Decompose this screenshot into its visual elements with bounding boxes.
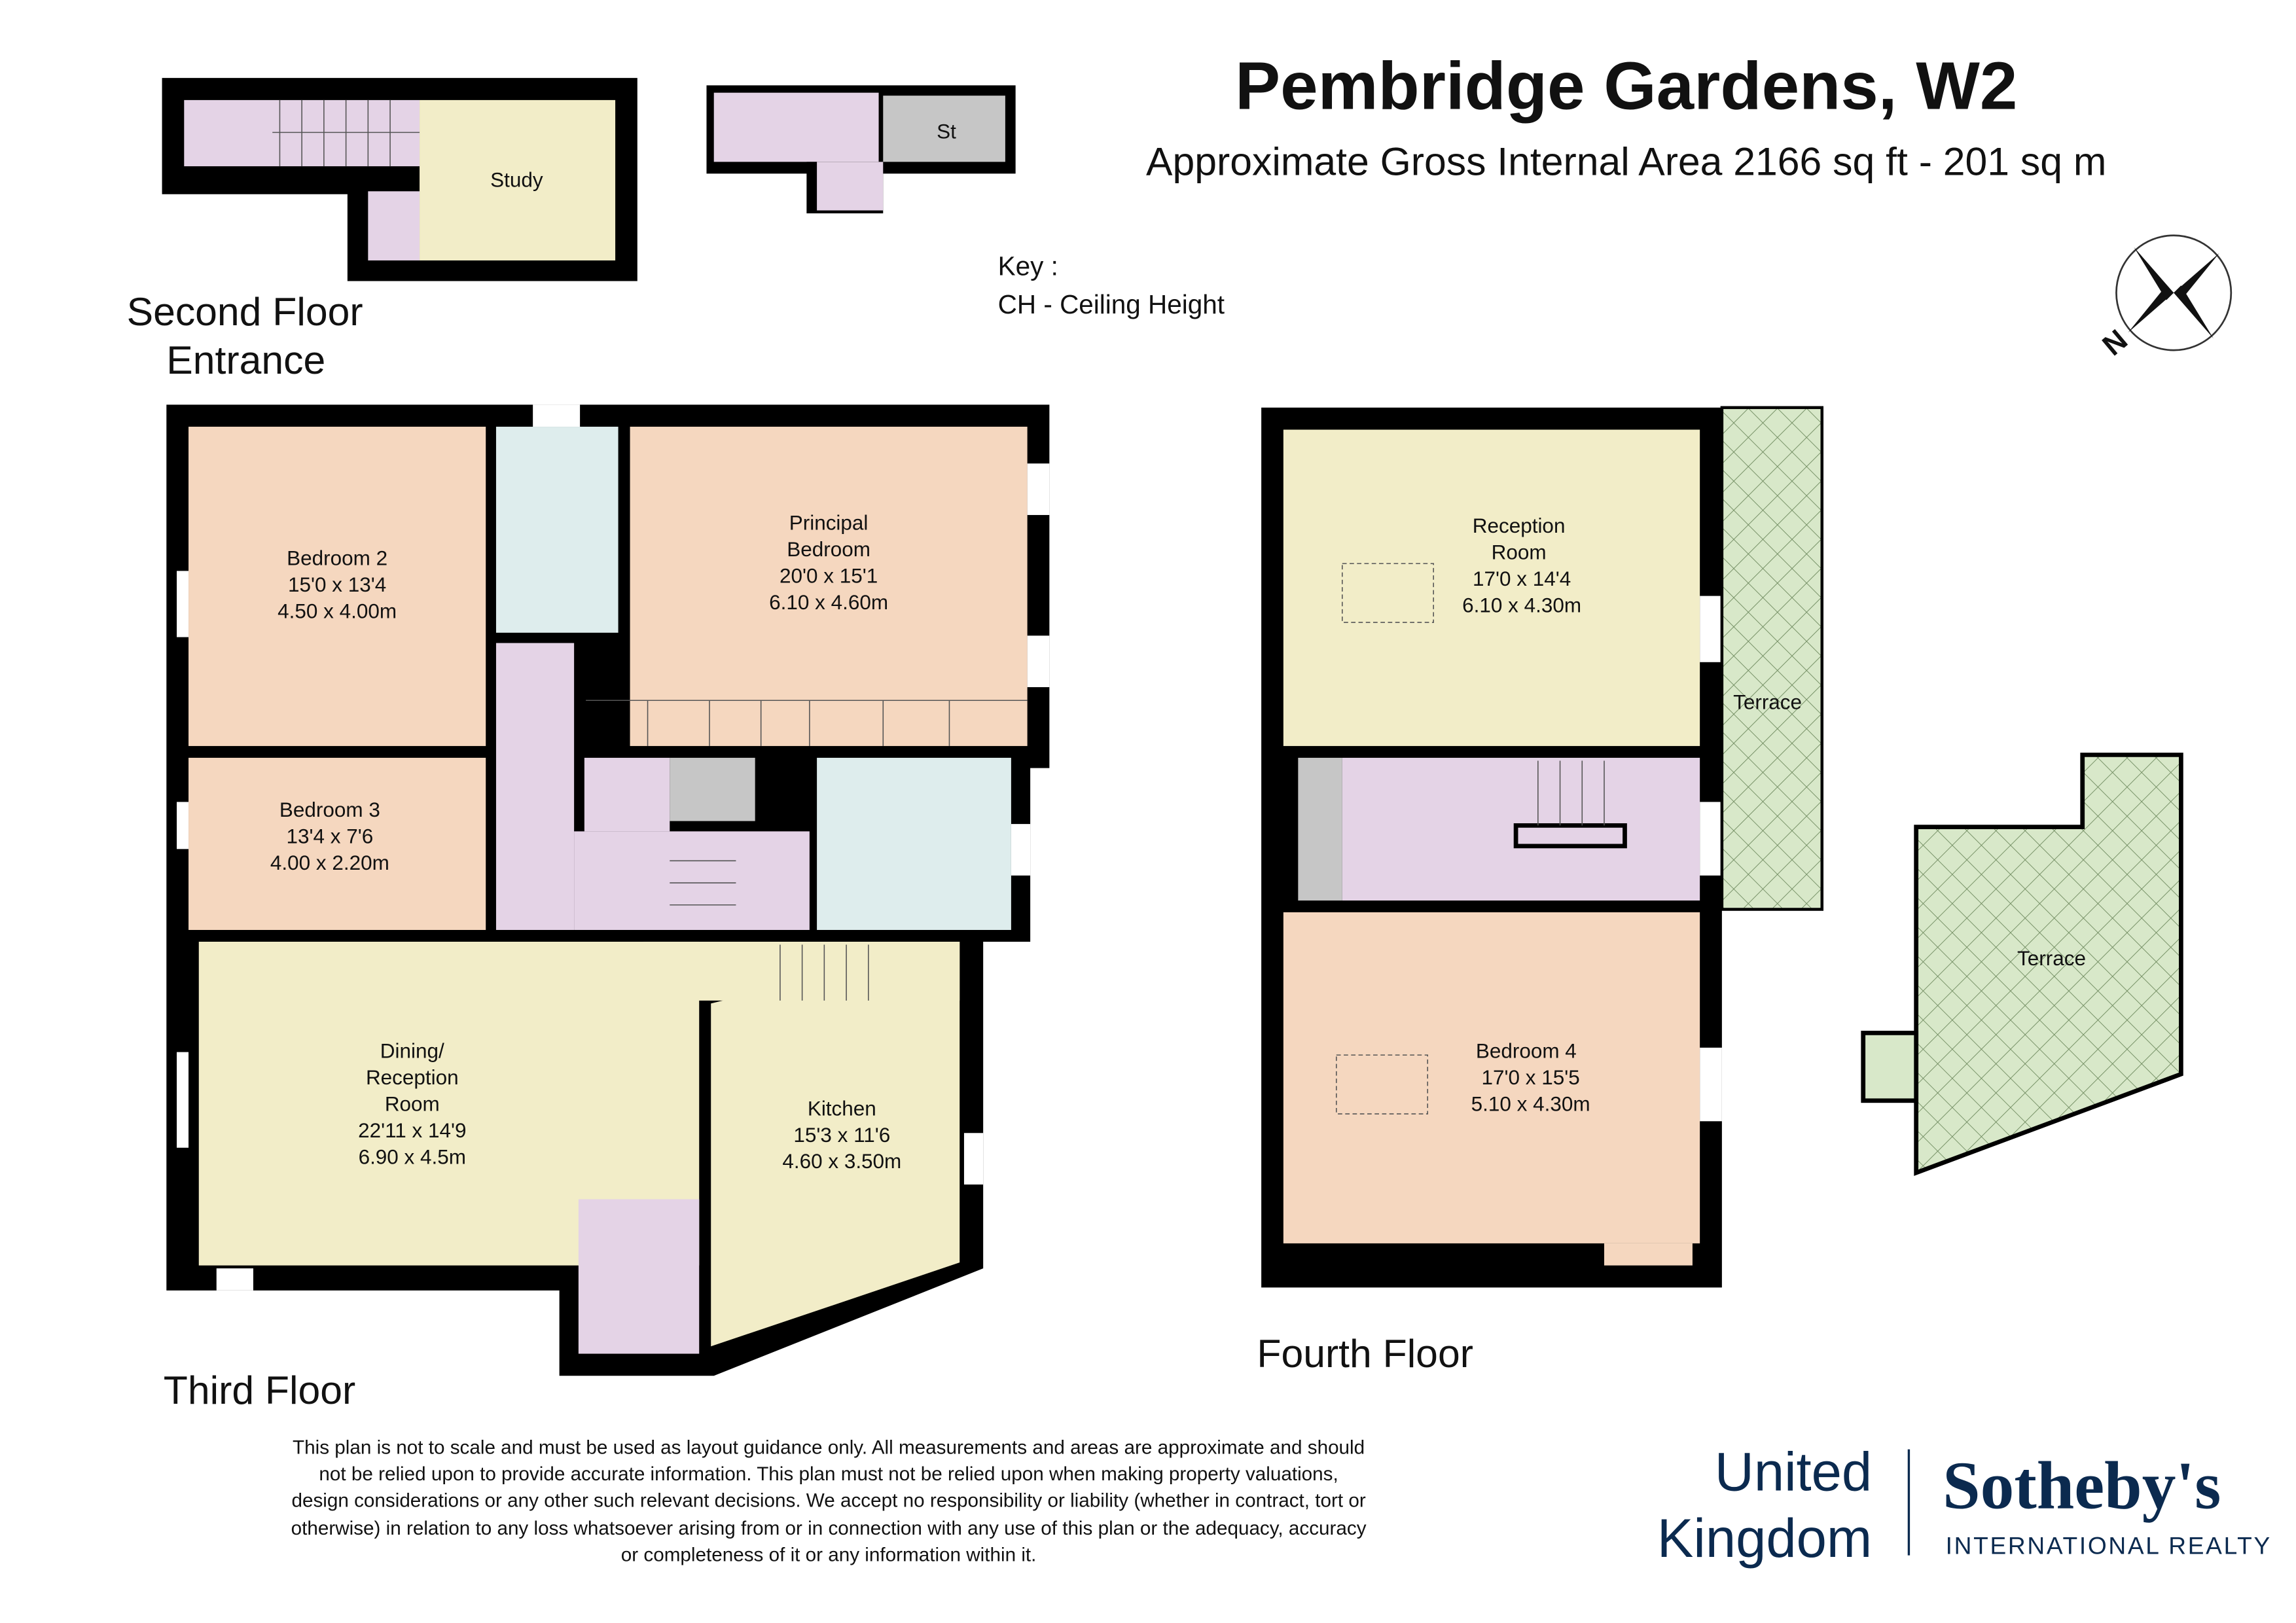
svg-text:not be relied upon to provide: not be relied upon to provide accurate i… [319, 1463, 1338, 1485]
svg-text:Room: Room [1492, 541, 1547, 563]
svg-text:Room: Room [385, 1093, 440, 1116]
svg-text:United: United [1715, 1442, 1872, 1503]
svg-text:22'11 x 14'9: 22'11 x 14'9 [358, 1119, 466, 1142]
room-bedroom-3-name: Bedroom 3 [279, 798, 380, 821]
svg-text:20'0 x 15'1: 20'0 x 15'1 [780, 564, 878, 587]
room-kitchen-name: Kitchen [808, 1097, 876, 1120]
third-floor-plan: Bedroom 2 15'0 x 13'4 4.50 x 4.00m Princ… [164, 404, 1050, 1412]
room-reception-name: Reception [1473, 514, 1566, 537]
svg-text:6.90 x 4.5m: 6.90 x 4.5m [359, 1145, 466, 1168]
svg-text:5.10 x 4.30m: 5.10 x 4.30m [1471, 1093, 1590, 1116]
svg-text:Bedroom: Bedroom [787, 538, 870, 561]
svg-text:17'0 x 14'4: 17'0 x 14'4 [1473, 567, 1571, 590]
svg-text:design considerations or any o: design considerations or any other such … [291, 1489, 1365, 1511]
svg-text:13'4 x 7'6: 13'4 x 7'6 [287, 825, 374, 847]
svg-text:or completeness of it or any i: or completeness of it or any information… [621, 1544, 1037, 1566]
sothebys-logo: United Kingdom Sotheby's INTERNATIONAL R… [1657, 1442, 2272, 1569]
fourth-floor-plan: Reception Room 17'0 x 14'4 6.10 x 4.30m … [1257, 406, 2183, 1376]
room-dining-name: Dining/ [380, 1040, 444, 1063]
svg-text:6.10 x 4.60m: 6.10 x 4.60m [769, 591, 888, 614]
disclaimer: This plan is not to scale and must be us… [291, 1436, 1367, 1565]
svg-text:4.00 x 2.20m: 4.00 x 2.20m [270, 851, 389, 874]
svg-text:Reception: Reception [366, 1066, 459, 1089]
room-bedroom-2-name: Bedroom 2 [287, 546, 387, 569]
page-subtitle: Approximate Gross Internal Area 2166 sq … [1146, 139, 2106, 184]
key-heading: Key : [998, 251, 1058, 281]
svg-text:4.50 x 4.00m: 4.50 x 4.00m [278, 599, 397, 622]
svg-text:INTERNATIONAL REALTY: INTERNATIONAL REALTY [1946, 1531, 2272, 1559]
compass-north-icon: N [2096, 234, 2233, 362]
svg-text:17'0 x 15'5: 17'0 x 15'5 [1481, 1066, 1579, 1089]
room-study: Study [490, 169, 543, 192]
floor-label-second: Second Floor [127, 289, 363, 334]
key-item: CH - Ceiling Height [998, 289, 1225, 319]
floor-label-entrance: Entrance [166, 338, 325, 382]
svg-text:6.10 x 4.30m: 6.10 x 4.30m [1462, 594, 1581, 616]
svg-text:Kingdom: Kingdom [1657, 1508, 1872, 1569]
svg-text:15'3 x 11'6: 15'3 x 11'6 [793, 1124, 890, 1147]
svg-text:This plan is not to scale and: This plan is not to scale and must be us… [293, 1436, 1365, 1458]
page-title: Pembridge Gardens, W2 [1235, 47, 2017, 123]
second-floor-entrance-plan: Study St Second Floor Entrance [127, 78, 1016, 382]
floor-label-fourth: Fourth Floor [1257, 1331, 1473, 1376]
svg-text:Sotheby's: Sotheby's [1943, 1449, 2221, 1524]
room-terrace-1: Terrace [1733, 691, 1802, 714]
svg-text:15'0 x 13'4: 15'0 x 13'4 [288, 573, 386, 596]
room-store: St [937, 120, 956, 143]
svg-text:otherwise) in relation to any: otherwise) in relation to any loss whats… [291, 1518, 1367, 1539]
svg-text:4.60 x 3.50m: 4.60 x 3.50m [782, 1150, 901, 1173]
room-terrace-2: Terrace [2017, 947, 2086, 970]
room-principal-bedroom-name: Principal [789, 511, 869, 534]
room-bedroom-4-name: Bedroom 4 [1476, 1040, 1577, 1063]
floor-label-third: Third Floor [164, 1368, 355, 1412]
